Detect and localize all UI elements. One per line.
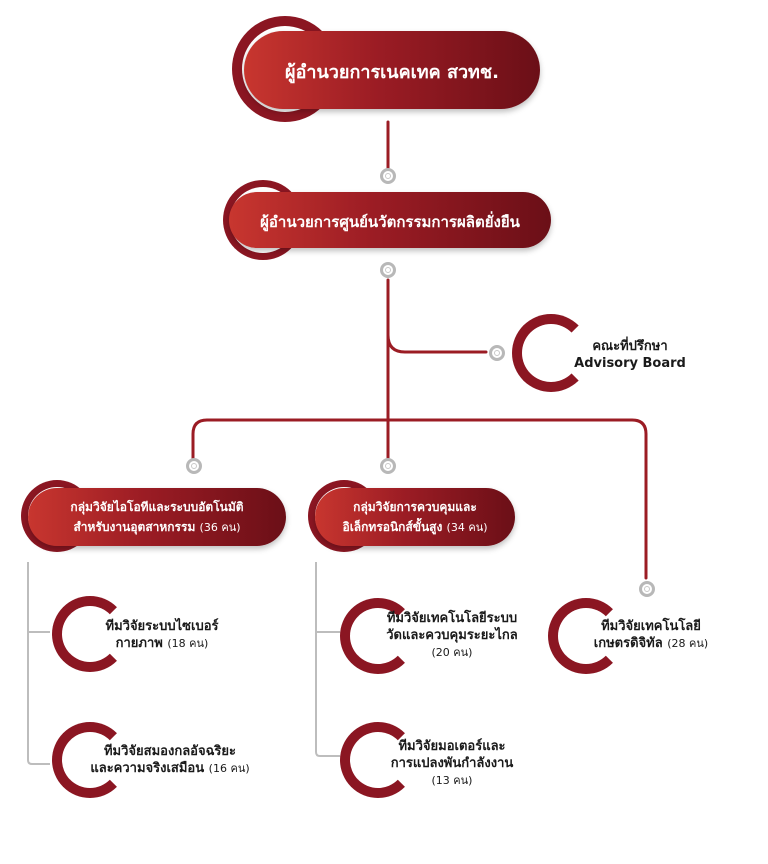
- connector-ring-icon: [489, 345, 505, 361]
- connector-ring-icon: [639, 581, 655, 597]
- group1-count: (36 คน): [199, 521, 241, 534]
- team4-line1: ทีมวิจัยมอเตอร์และ: [398, 739, 506, 754]
- team5-line2: เกษตรดิจิทัล: [593, 636, 663, 651]
- center-box: ผู้อำนวยการศูนย์นวัตกรรมการผลิตยั่งยืน: [229, 192, 551, 248]
- director-title: ผู้อำนวยการเนคเทค สวทช.: [285, 62, 499, 83]
- group1-line2: สำหรับงานอุตสาหกรรม: [73, 520, 196, 534]
- team2-line2: และความจริงเสมือน: [90, 761, 205, 776]
- group2-line1: กลุ่มวิจัยการควบคุมและ: [353, 500, 477, 514]
- group2-count: (34 คน): [446, 521, 488, 534]
- team2-line1: ทีมวิจัยสมองกลอัจฉริยะ: [103, 744, 237, 759]
- group1-box: กลุ่มวิจัยไอโอทีและระบบอัตโนมัติ สำหรับง…: [28, 488, 286, 546]
- advisory-label: คณะที่ปรึกษา Advisory Board: [560, 338, 700, 372]
- team1-label: ทีมวิจัยระบบไซเบอร์ กายภาพ (18 คน): [72, 618, 252, 652]
- team3-arc: [340, 598, 416, 674]
- connector-group2-teams: [315, 562, 340, 757]
- team1-line1: ทีมวิจัยระบบไซเบอร์: [105, 619, 219, 634]
- connector-ring-icon: [186, 458, 202, 474]
- group2-box: กลุ่มวิจัยการควบคุมและ อิเล็กทรอนิกส์ขั้…: [315, 488, 515, 546]
- team5-arc: [548, 598, 624, 674]
- center-arc: [223, 180, 303, 260]
- connector-ring-icon: [380, 168, 396, 184]
- team3-label: ทีมวิจัยเทคโนโลยีระบบ วัดและควบคุมระยะไก…: [362, 610, 542, 661]
- team4-label: ทีมวิจัยมอเตอร์และ การแปลงพันกำลังงาน (1…: [362, 738, 542, 789]
- team2-count: (16 คน): [208, 762, 250, 775]
- connector-ring-icon: [380, 262, 396, 278]
- team4-line2: การแปลงพันกำลังงาน: [390, 756, 514, 771]
- group2-label: กลุ่มวิจัยการควบคุมและ อิเล็กทรอนิกส์ขั้…: [315, 497, 515, 538]
- center-title: ผู้อำนวยการศูนย์นวัตกรรมการผลิตยั่งยืน: [260, 213, 520, 231]
- advisory-line1: คณะที่ปรึกษา: [592, 339, 668, 354]
- team5-line1: ทีมวิจัยเทคโนโลยี: [601, 619, 701, 634]
- advisory-line2: Advisory Board: [574, 356, 686, 371]
- team5-label: ทีมวิจัยเทคโนโลยี เกษตรดิจิทัล (28 คน): [576, 618, 726, 652]
- team4-arc: [340, 722, 416, 798]
- team3-count: (20 คน): [431, 646, 473, 659]
- connector-branch: [191, 418, 648, 580]
- team3-line2: วัดและควบคุมระยะไกล: [386, 628, 518, 643]
- group1-line1: กลุ่มวิจัยไอโอทีและระบบอัตโนมัติ: [70, 500, 244, 514]
- team2-label: ทีมวิจัยสมองกลอัจฉริยะ และความจริงเสมือน…: [70, 743, 270, 777]
- group1-arc: [21, 480, 93, 552]
- connector-group1-teams: [27, 562, 50, 765]
- team1-line2: กายภาพ: [115, 636, 163, 651]
- team5-count: (28 คน): [667, 637, 709, 650]
- team1-arc: [52, 596, 128, 672]
- team4-count: (13 คน): [431, 774, 473, 787]
- group1-label: กลุ่มวิจัยไอโอทีและระบบอัตโนมัติ สำหรับง…: [28, 497, 286, 538]
- team2-arc: [52, 722, 128, 798]
- group2-line2: อิเล็กทรอนิกส์ขั้นสูง: [342, 520, 443, 534]
- director-box: ผู้อำนวยการเนคเทค สวทช.: [244, 31, 540, 109]
- group2-arc: [308, 480, 380, 552]
- director-arc: [232, 16, 338, 122]
- team1-count: (18 คน): [167, 637, 209, 650]
- advisory-arc: [512, 314, 590, 392]
- connector-advisory: [386, 333, 488, 354]
- connector-ring-icon: [380, 458, 396, 474]
- team3-line1: ทีมวิจัยเทคโนโลยีระบบ: [386, 611, 518, 626]
